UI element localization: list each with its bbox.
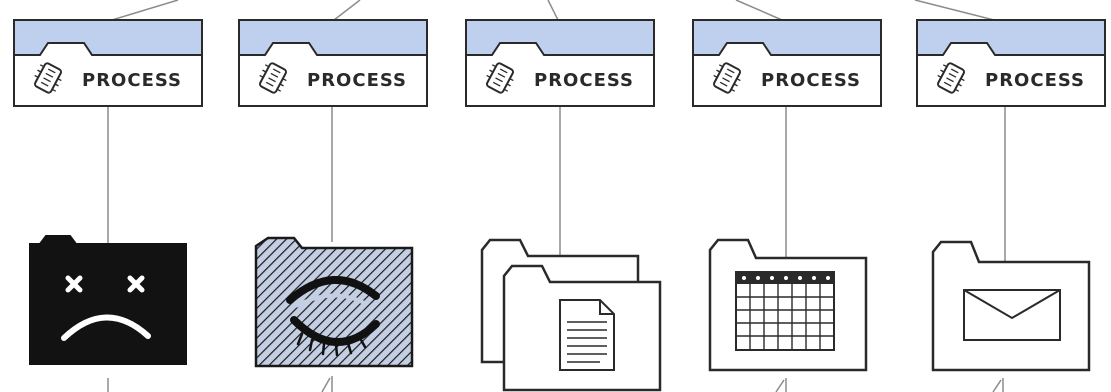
calendar-folder-icon xyxy=(708,238,868,372)
parent-connector-1 xyxy=(111,0,179,21)
parent-connector-5 xyxy=(914,0,1003,23)
process-card: PROCESS xyxy=(13,19,203,107)
dead-folder-icon xyxy=(29,235,187,365)
process-label: PROCESS xyxy=(82,70,182,91)
bottom-connectors xyxy=(107,376,1004,392)
calendar-icon xyxy=(735,271,835,351)
closed-eye-icon xyxy=(286,275,380,304)
process-label: PROCESS xyxy=(307,70,407,91)
process-card: PROCESS xyxy=(465,19,655,107)
parent-connector-3 xyxy=(547,0,559,21)
document-icon xyxy=(559,299,615,371)
frown-icon xyxy=(61,314,151,341)
parent-connector-2 xyxy=(333,0,361,21)
process-card: PROCESS xyxy=(692,19,882,107)
sleeping-folder-icon xyxy=(254,236,414,368)
parent-connectors xyxy=(111,0,1003,23)
parent-connector-4 xyxy=(735,0,783,21)
process-label: PROCESS xyxy=(761,70,861,91)
mail-folder-icon xyxy=(931,240,1091,372)
document-folders-icon xyxy=(480,238,662,392)
x-eye-icon xyxy=(127,275,145,293)
process-card: PROCESS xyxy=(238,19,428,107)
x-eye-icon xyxy=(65,275,83,293)
process-label: PROCESS xyxy=(534,70,634,91)
process-label: PROCESS xyxy=(985,70,1085,91)
process-card: PROCESS xyxy=(916,19,1106,107)
child-connectors xyxy=(107,106,1006,290)
closed-eye-icon xyxy=(290,316,380,347)
envelope-icon xyxy=(963,289,1061,341)
